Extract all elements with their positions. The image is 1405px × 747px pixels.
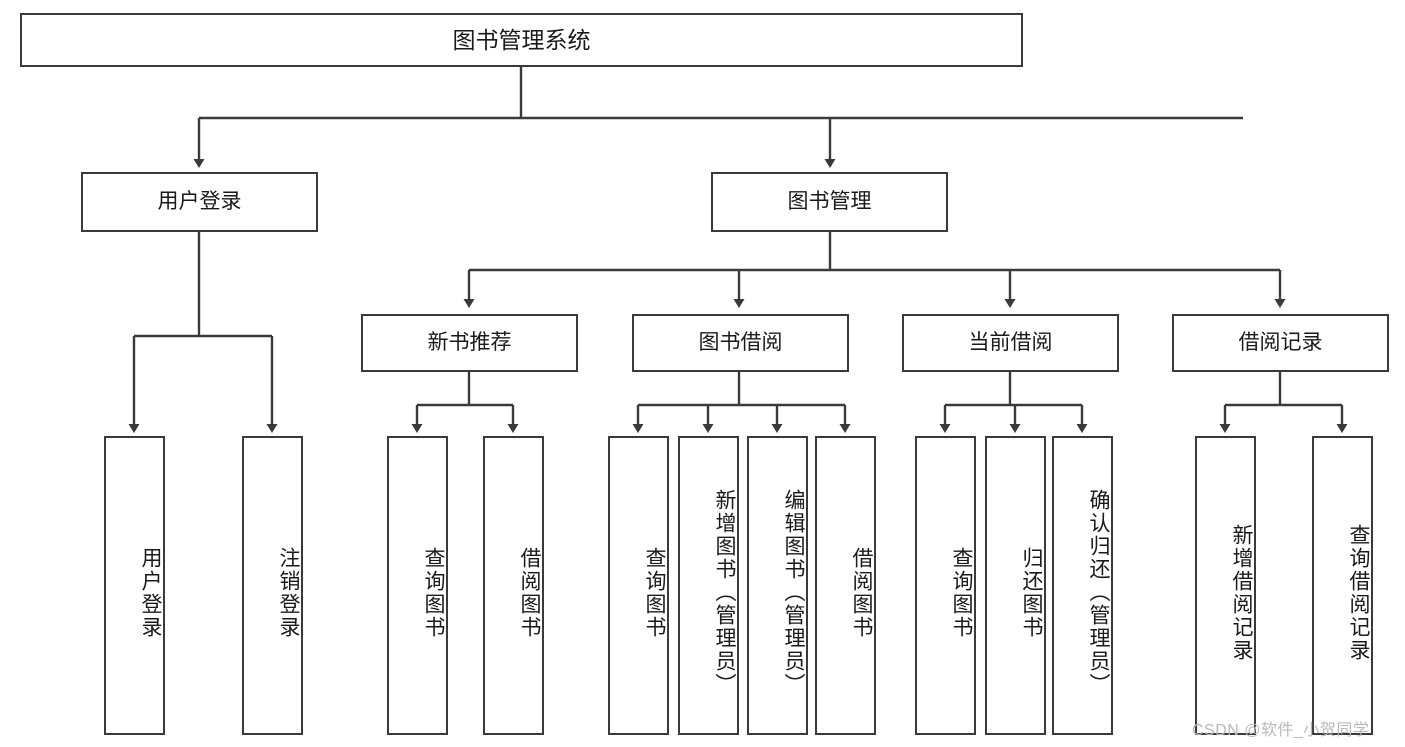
leaf-current-borrow-query[interactable]: 查询图书 [915,436,976,735]
leaf-current-borrow-return[interactable]: 归还图书 [985,436,1046,735]
node-borrow-records[interactable]: 借阅记录 [1172,314,1389,372]
node-current-borrow-label: 当前借阅 [968,330,1053,354]
leaf-label: 查询图书 [422,546,445,639]
leaf-book-borrow-query[interactable]: 查询图书 [608,436,669,735]
leaf-label: 查询图书 [643,546,666,639]
leaf-label: 查询借阅记录 [1347,523,1370,662]
leaf-label: 新增借阅记录 [1230,523,1253,662]
leaf-new-book-borrow[interactable]: 借阅图书 [483,436,544,735]
node-book-borrow-label: 图书借阅 [698,330,783,354]
leaf-label: 借阅图书 [850,546,873,639]
leaf-current-borrow-confirm[interactable]: 确认归还（管理员） [1052,436,1113,735]
node-root[interactable]: 图书管理系统 [20,13,1023,67]
node-user-login[interactable]: 用户登录 [81,172,318,232]
leaf-label: 借阅图书 [518,546,541,639]
csdn-watermark: CSDN @软件_小贺同学 [1192,722,1370,739]
leaf-user-login-signout[interactable]: 注销登录 [242,436,303,735]
leaf-borrow-records-add[interactable]: 新增借阅记录 [1195,436,1256,735]
node-borrow-records-label: 借阅记录 [1238,330,1323,354]
node-book-borrow[interactable]: 图书借阅 [632,314,849,372]
leaf-label: 编辑图书（管理员） [782,489,805,696]
leaf-label: 归还图书 [1020,546,1043,639]
leaf-label: 注销登录 [277,546,300,639]
node-book-manage-label: 图书管理 [787,189,872,213]
node-current-borrow[interactable]: 当前借阅 [902,314,1119,372]
node-new-book-recommend-label: 新书推荐 [427,330,512,354]
leaf-book-borrow-edit[interactable]: 编辑图书（管理员） [747,436,808,735]
leaf-label: 确认归还（管理员） [1087,489,1110,696]
leaf-borrow-records-query[interactable]: 查询借阅记录 [1312,436,1373,735]
leaf-user-login-signin[interactable]: 用户登录 [104,436,165,735]
leaf-book-borrow-lend[interactable]: 借阅图书 [815,436,876,735]
node-book-manage[interactable]: 图书管理 [711,172,948,232]
node-user-login-label: 用户登录 [157,189,242,213]
leaf-label: 新增图书（管理员） [713,489,736,696]
leaf-book-borrow-add[interactable]: 新增图书（管理员） [678,436,739,735]
node-root-label: 图书管理系统 [452,26,591,53]
node-new-book-recommend[interactable]: 新书推荐 [361,314,578,372]
leaf-label: 用户登录 [139,546,162,639]
leaf-new-book-query[interactable]: 查询图书 [387,436,448,735]
leaf-label: 查询图书 [950,546,973,639]
